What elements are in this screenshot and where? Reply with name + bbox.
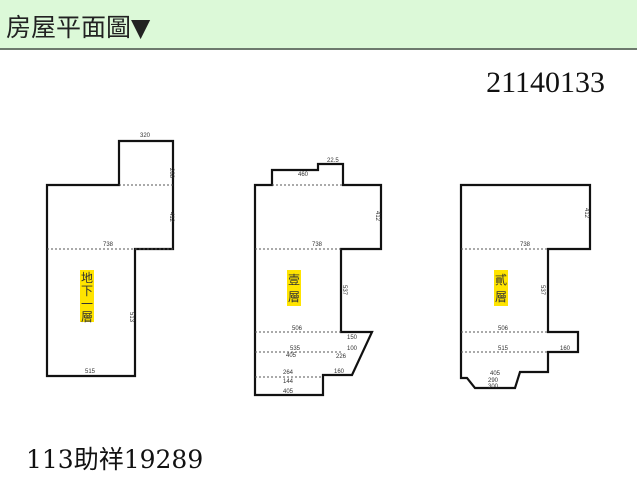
dimension-label: 160 <box>560 346 571 352</box>
dimension-label: 513 <box>128 312 134 323</box>
floor-label-char: 地 <box>81 271 93 285</box>
dimension-label: 288 <box>168 168 174 179</box>
floor-plan-second-floor: 412 738 537 506 515 160 405 290 300 貳 層 <box>459 183 592 390</box>
floor-plan-first-floor: 22.5 460 412 738 537 506 150 535 405 100… <box>253 158 383 397</box>
dimension-label: 300 <box>488 384 499 390</box>
dimension-label: 405 <box>490 371 501 377</box>
floor-label-char: 層 <box>81 310 93 324</box>
dimension-label: 320 <box>140 133 151 139</box>
dimension-label: 535 <box>290 346 301 352</box>
floor-label-char: 下 <box>81 284 93 298</box>
dimension-label: 290 <box>488 378 499 384</box>
dimension-label: 537 <box>341 285 347 296</box>
section-title[interactable]: 房屋平面圖▼ <box>6 8 150 44</box>
dimension-label: 412 <box>374 211 380 222</box>
dimension-label: 738 <box>103 242 114 248</box>
floor-label-char: 貳 <box>495 272 507 287</box>
dimension-label: 515 <box>85 369 96 375</box>
dimension-label: 738 <box>312 242 323 248</box>
dimension-label: 506 <box>498 326 509 332</box>
floor-label-char: 一 <box>81 297 93 311</box>
triangle-down-icon: ▼ <box>131 13 151 42</box>
floor-label-char: 壹 <box>288 273 300 287</box>
dimension-label: 150 <box>347 335 358 341</box>
floor-label-char: 層 <box>495 290 507 304</box>
dimension-label: 460 <box>298 172 309 178</box>
dimension-label: 144 <box>283 379 294 385</box>
dimension-label: 405 <box>286 353 297 359</box>
dimension-label: 226 <box>336 354 347 360</box>
section-header[interactable]: 房屋平面圖▼ <box>0 0 637 50</box>
dimension-label: 22.5 <box>327 158 339 164</box>
dimension-label: 412 <box>168 212 174 223</box>
dimension-label: 160 <box>334 369 345 375</box>
dimension-label: 537 <box>539 285 545 296</box>
floor-plan-basement: 320 288 412 738 513 515 地 下 一 層 <box>45 133 175 378</box>
floor-label-char: 層 <box>288 290 300 304</box>
building-number: 113助祥19289 <box>26 445 204 474</box>
dimension-label: 515 <box>498 346 509 352</box>
dimension-label: 264 <box>283 370 294 376</box>
dimension-label: 412 <box>583 208 589 219</box>
document-number: 21140133 <box>486 66 605 99</box>
section-title-text: 房屋平面圖 <box>6 13 132 42</box>
dimension-label: 506 <box>292 326 303 332</box>
dimension-label: 405 <box>283 389 294 395</box>
dimension-label: 738 <box>520 242 531 248</box>
dimension-label: 100 <box>347 346 358 352</box>
